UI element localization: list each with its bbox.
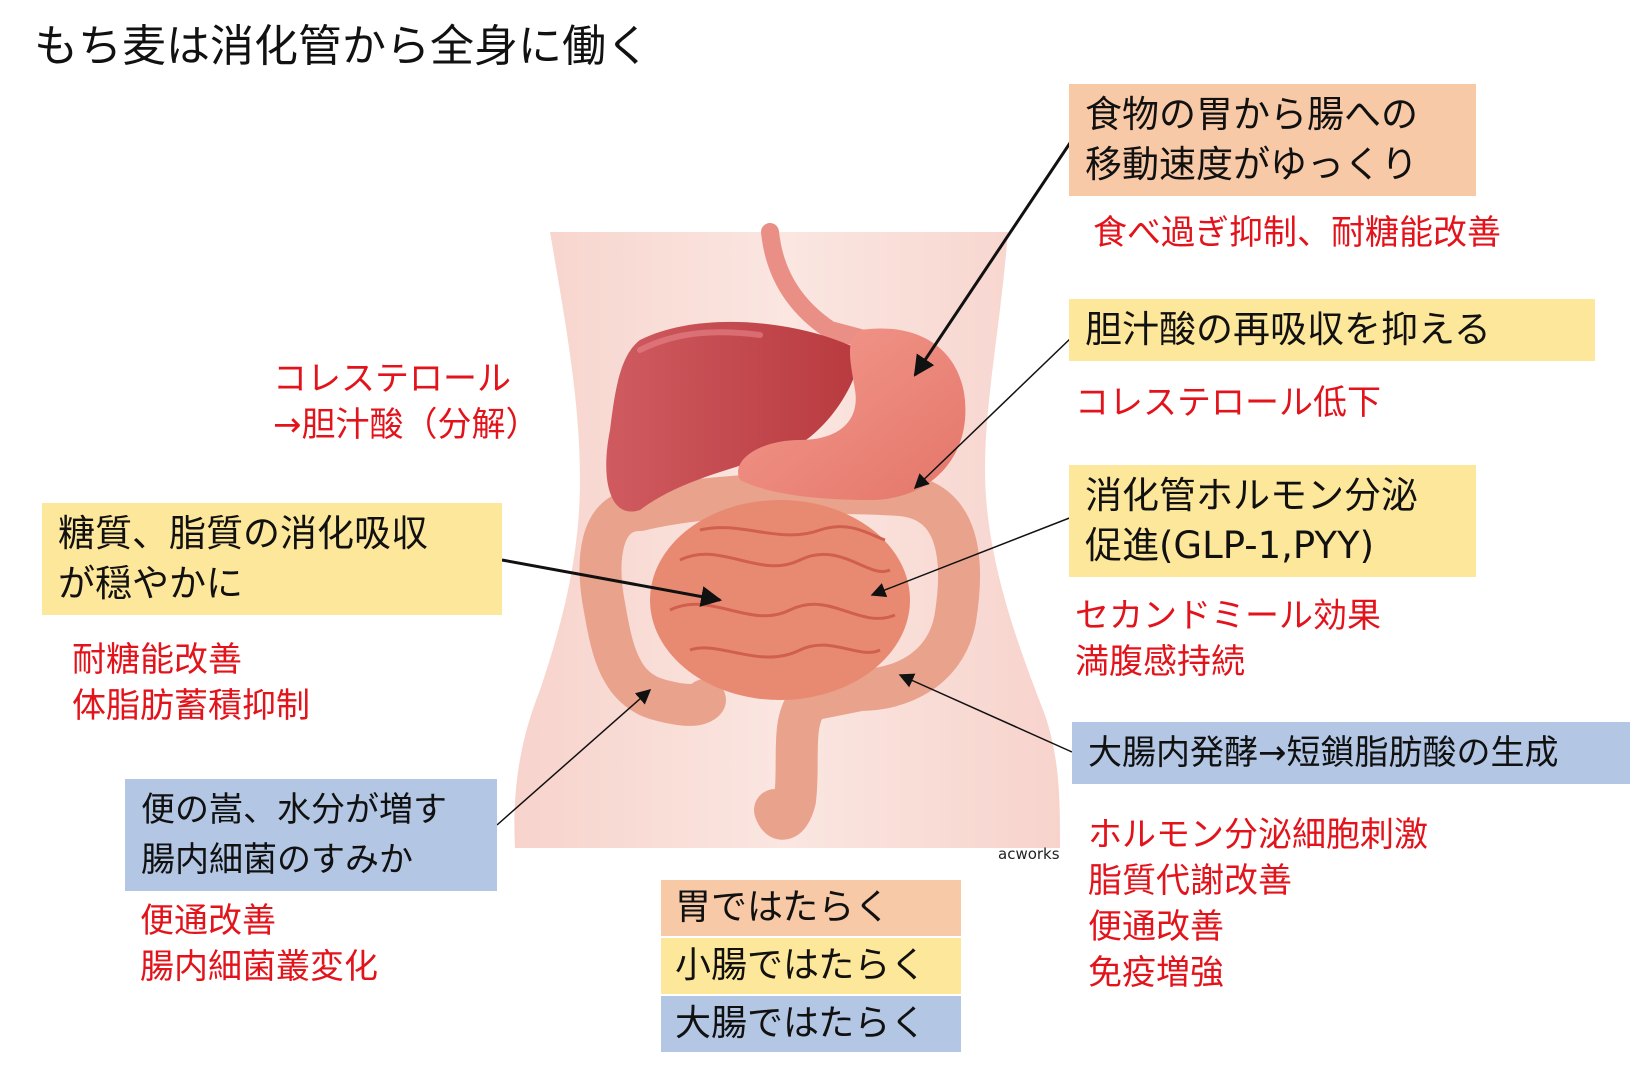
image-credit: acworks bbox=[998, 845, 1060, 863]
legend-large-intestine: 大腸ではたらく bbox=[661, 996, 961, 1052]
hormone-box-line: 促進(GLP-1,PYY) bbox=[1085, 524, 1375, 567]
hormone-benefit-line: 満腹感持続 bbox=[1075, 642, 1245, 682]
bile-benefit: コレステロール低下 bbox=[1075, 383, 1381, 423]
digest-benefit-line: 耐糖能改善 bbox=[72, 640, 242, 680]
stomach-box-line: 移動速度がゆっくり bbox=[1085, 143, 1418, 186]
liver bbox=[606, 321, 860, 512]
ferment-benefit-line: 免疫増強 bbox=[1088, 953, 1224, 993]
ferment-box-line: 大腸内発酵→短鎖脂肪酸の生成 bbox=[1088, 733, 1559, 773]
stool-box-line: 便の嵩、水分が増す bbox=[141, 790, 447, 830]
stool-box-line: 腸内細菌のすみか bbox=[141, 840, 413, 880]
bile-effect-box: 胆汁酸の再吸収を抑える bbox=[1069, 299, 1595, 361]
small-intestine bbox=[650, 500, 910, 700]
ferment-benefit-line: 便通改善 bbox=[1088, 907, 1224, 947]
digest-benefits: 耐糖能改善 体脂肪蓄積抑制 bbox=[72, 637, 310, 729]
digest-box-line: 糖質、脂質の消化吸収 bbox=[58, 512, 428, 555]
stomach-effect-box: 食物の胃から腸への 移動速度がゆっくり bbox=[1069, 84, 1476, 196]
legend-stomach: 胃ではたらく bbox=[661, 880, 961, 936]
legend-small-intestine: 小腸ではたらく bbox=[661, 938, 961, 994]
ferment-effect-box: 大腸内発酵→短鎖脂肪酸の生成 bbox=[1072, 722, 1630, 784]
digest-box-line: が穏やかに bbox=[58, 562, 243, 605]
ferment-arrow bbox=[898, 673, 1073, 753]
stomach-box-line: 食物の胃から腸への bbox=[1085, 93, 1418, 136]
stool-benefit-line: 腸内細菌叢変化 bbox=[140, 947, 378, 987]
hormone-benefits: セカンドミール効果 満腹感持続 bbox=[1075, 593, 1381, 685]
hormone-box-line: 消化管ホルモン分泌 bbox=[1085, 474, 1418, 517]
ferment-benefit-line: ホルモン分泌細胞刺激 bbox=[1088, 815, 1428, 855]
digest-effect-box: 糖質、脂質の消化吸収 が穏やかに bbox=[42, 503, 502, 615]
digest-arrow bbox=[501, 558, 723, 607]
liver-effect: コレステロール →胆汁酸（分解） bbox=[273, 356, 540, 448]
hormone-benefit-line: セカンドミール効果 bbox=[1075, 596, 1381, 636]
esophagus bbox=[761, 223, 869, 347]
stool-benefits: 便通改善 腸内細菌叢変化 bbox=[140, 898, 378, 990]
stomach bbox=[738, 328, 966, 500]
liver-effect-line: →胆汁酸（分解） bbox=[273, 405, 540, 445]
digest-benefit-line: 体脂肪蓄積抑制 bbox=[72, 686, 310, 726]
page-title: もち麦は消化管から全身に働く bbox=[34, 21, 650, 72]
hormone-arrow bbox=[870, 516, 1073, 598]
stool-arrow bbox=[496, 689, 652, 826]
liver-effect-line: コレステロール bbox=[273, 359, 511, 399]
hormone-effect-box: 消化管ホルモン分泌 促進(GLP-1,PYY) bbox=[1069, 465, 1476, 577]
stool-effect-box: 便の嵩、水分が増す 腸内細菌のすみか bbox=[125, 779, 497, 891]
ferment-benefits: ホルモン分泌細胞刺激 脂質代謝改善 便通改善 免疫増強 bbox=[1088, 812, 1428, 996]
stomach-arrow bbox=[913, 139, 1074, 377]
stomach-benefit: 食べ過ぎ抑制、耐糖能改善 bbox=[1093, 213, 1501, 253]
bile-box-line: 胆汁酸の再吸収を抑える bbox=[1085, 308, 1491, 351]
ferment-benefit-line: 脂質代謝改善 bbox=[1088, 861, 1292, 901]
bile-arrow bbox=[913, 336, 1073, 490]
stool-benefit-line: 便通改善 bbox=[140, 901, 276, 941]
